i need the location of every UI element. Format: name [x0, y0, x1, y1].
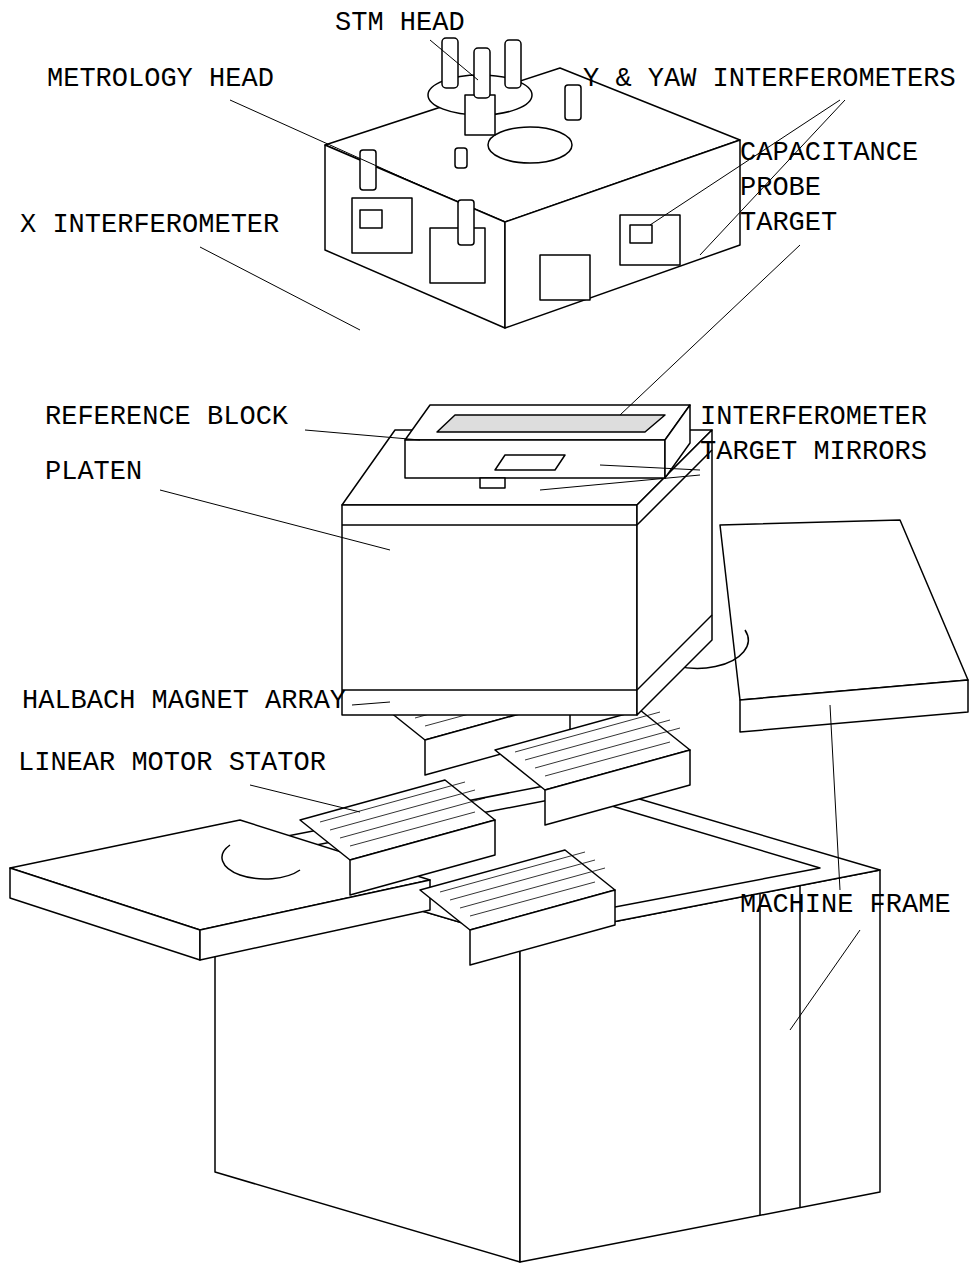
part-label: HALBACH MAGNET ARRAY	[22, 684, 346, 719]
part-label: STM HEAD	[335, 6, 465, 41]
part-label: CAPACITANCE PROBE TARGET	[740, 136, 925, 241]
part-label: INTERFEROMETER TARGET MIRRORS	[700, 400, 935, 470]
part-label: METROLOGY HEAD	[47, 62, 274, 97]
part-label: PLATEN	[45, 455, 142, 490]
metrology-head	[325, 68, 740, 328]
part-label: MACHINE FRAME	[740, 888, 951, 923]
platen	[342, 430, 712, 715]
stm-head	[428, 38, 532, 135]
part-label: Y & YAW INTERFEROMETERS	[583, 62, 956, 97]
part-label: LINEAR MOTOR STATOR	[18, 746, 326, 781]
part-label: X INTERFEROMETER	[20, 208, 279, 243]
reference-block	[405, 405, 690, 488]
part-label: REFERENCE BLOCK	[45, 400, 288, 435]
